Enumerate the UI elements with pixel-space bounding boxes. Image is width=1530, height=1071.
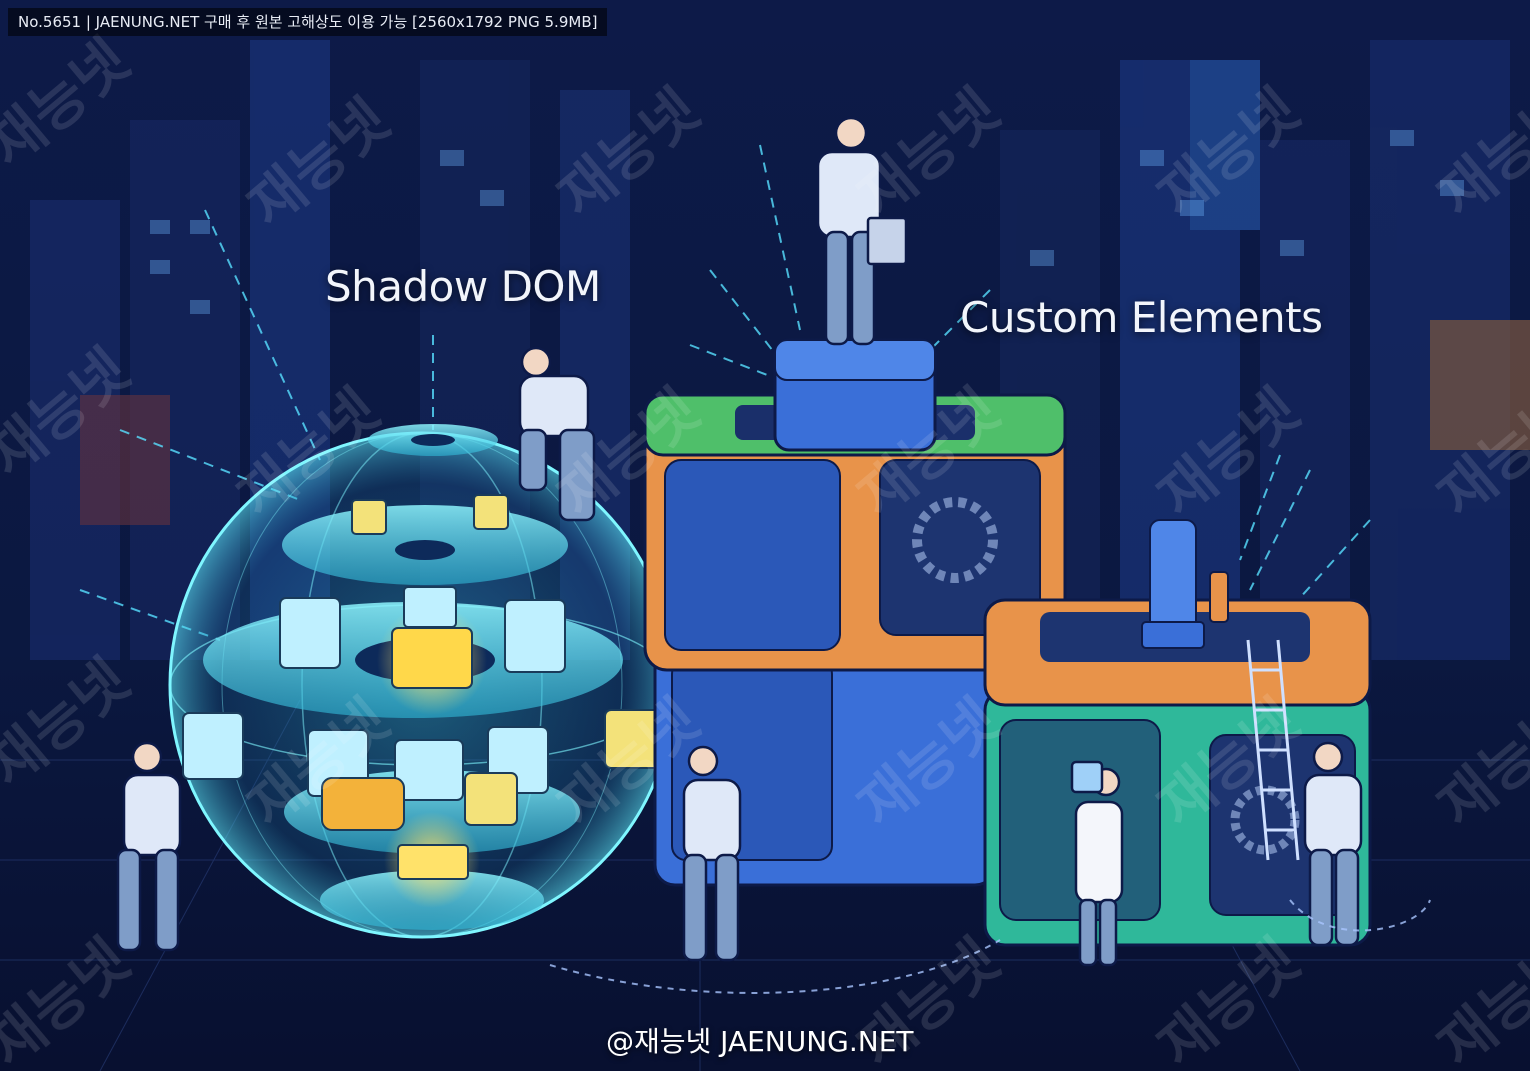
window-lights bbox=[150, 130, 1464, 314]
person-right bbox=[1303, 741, 1363, 947]
person-center bbox=[682, 745, 742, 962]
cables bbox=[549, 899, 1431, 994]
person-climbing bbox=[518, 346, 596, 522]
image-info-bar: No.5651 | JAENUNG.NET 구매 후 원본 고해상도 이용 가능… bbox=[8, 8, 608, 36]
custom-elements-label: Custom Elements bbox=[960, 293, 1323, 342]
component-cubes bbox=[182, 494, 668, 880]
person-left bbox=[116, 741, 182, 952]
ladder bbox=[1246, 639, 1300, 861]
person-top bbox=[816, 116, 908, 346]
credit-text: @재능넷 JAENUNG.NET bbox=[606, 1025, 914, 1058]
shadow-dom-label: Shadow DOM bbox=[325, 262, 601, 311]
person-woman bbox=[1070, 760, 1124, 967]
